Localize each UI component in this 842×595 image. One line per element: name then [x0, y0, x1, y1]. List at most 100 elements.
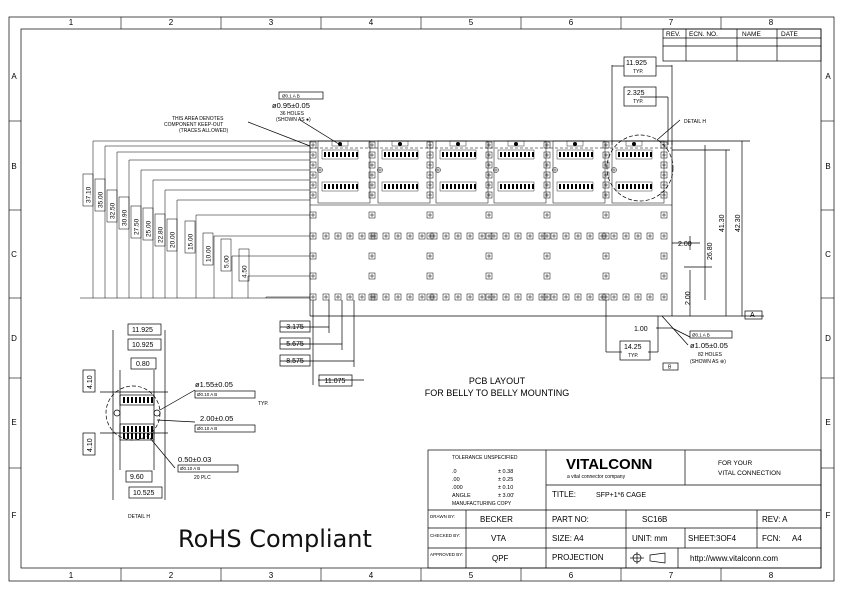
- cage-block-3: [435, 140, 489, 204]
- plated-hole: [660, 161, 668, 169]
- dim-right-4130: 41.30: [719, 214, 726, 232]
- plated-hole: [309, 171, 317, 179]
- dim-right-200-top: 2.00: [678, 241, 692, 248]
- dim-11925-typ-label: TYP.: [633, 69, 643, 75]
- detail-dim-960: 9.60: [130, 474, 144, 481]
- zone-row-left-b: B: [11, 162, 16, 171]
- npth-hole-6: [632, 142, 636, 146]
- detail-pin: [139, 426, 141, 432]
- plated-hole: [430, 232, 438, 240]
- plated-hole: [426, 181, 434, 189]
- plated-hole: [368, 252, 376, 260]
- rev-header-ecn: ECN. NO.: [689, 31, 718, 38]
- plated-hole: [309, 181, 317, 189]
- zone-col-top-8: 8: [769, 18, 774, 27]
- detail-pins: [123, 397, 153, 439]
- plated-hole: [602, 151, 610, 159]
- tol-value-3: ± 3.00': [498, 493, 514, 499]
- zone-col-bottom-8: 8: [769, 571, 774, 580]
- plated-hole: [660, 272, 668, 280]
- dim-1425-typ-label: TYP.: [628, 353, 638, 359]
- detail-pin: [123, 426, 125, 432]
- plated-hole: [660, 252, 668, 260]
- zone-row-left-f: F: [12, 511, 17, 520]
- zone-col-bottom-2: 2: [169, 571, 174, 580]
- plated-hole: [602, 161, 610, 169]
- plated-hole: [454, 232, 462, 240]
- plated-hole: [309, 151, 317, 159]
- left-dim-6: 22.80: [158, 226, 165, 243]
- drawn-by: BECKER: [480, 515, 513, 524]
- brand-logo: VITALCONN: [566, 456, 652, 473]
- plated-hole: [442, 293, 450, 301]
- plated-hole: [368, 181, 376, 189]
- title-value: SFP+1*6 CAGE: [596, 492, 646, 499]
- rev-header-rev: REV.: [666, 31, 681, 38]
- detail-hole1-tol: Ø0.10 A B: [197, 392, 217, 397]
- dim-bottom-8575: 8.575: [286, 358, 304, 365]
- dim-right-2680: 26.80: [707, 242, 714, 260]
- detail-dim-11925: 11.925: [132, 327, 153, 334]
- top-hole-diameter: ø0.95±0.05: [272, 101, 310, 110]
- zone-row-left-a: A: [11, 72, 17, 81]
- plated-hole: [602, 171, 610, 179]
- plated-hole: [490, 232, 498, 240]
- detail-dim-080: 0.80: [136, 361, 150, 368]
- plated-hole: [602, 141, 610, 149]
- pcb-layout-line1: PCB LAYOUT: [469, 376, 526, 386]
- plated-hole: [370, 232, 378, 240]
- plated-hole: [598, 293, 606, 301]
- plated-hole: [543, 191, 551, 199]
- zone-col-top-7: 7: [669, 18, 674, 27]
- tol-label-0: .0: [452, 469, 457, 475]
- plated-hole: [394, 293, 402, 301]
- size: SIZE: A4: [552, 534, 584, 543]
- sheet: SHEET:3OF4: [688, 534, 737, 543]
- plated-hole: [430, 293, 438, 301]
- zone-col-bottom-1: 1: [69, 571, 74, 580]
- plated-hole: [660, 211, 668, 219]
- zone-col-top-2: 2: [169, 18, 174, 27]
- fcn-label: FCN:: [762, 534, 781, 543]
- left-dim-1: 35.00: [98, 191, 105, 208]
- npth-hole-3: [456, 142, 460, 146]
- plated-hole: [646, 232, 654, 240]
- plated-hole: [574, 293, 582, 301]
- right-tolerance-frame: Ø0.1 A B: [692, 333, 710, 338]
- dim-2325-typ: 2.325: [627, 90, 645, 97]
- zone-row-right-d: D: [825, 334, 831, 343]
- drawn-label: DRAWN BY:: [430, 514, 455, 519]
- left-dim-7: 20.00: [170, 231, 177, 248]
- detail-pin: [143, 426, 145, 432]
- detail-h-title: DETAIL H: [128, 514, 150, 520]
- tol-label-2: .000: [452, 485, 463, 491]
- plated-hole: [660, 232, 668, 240]
- plated-hole: [334, 293, 342, 301]
- left-dim-2: 32.50: [110, 202, 117, 219]
- plated-hole: [368, 161, 376, 169]
- tol-value-1: ± 0.25: [498, 477, 513, 483]
- part-no-label: PART NO:: [552, 515, 589, 524]
- plated-hole: [368, 171, 376, 179]
- zone-row-left-e: E: [11, 418, 16, 427]
- plated-hole: [368, 272, 376, 280]
- zone-row-left-c: C: [11, 250, 17, 259]
- plated-hole: [514, 232, 522, 240]
- plated-hole: [490, 293, 498, 301]
- zone-col-top-6: 6: [569, 18, 574, 27]
- plated-hole: [406, 232, 414, 240]
- plated-hole: [543, 252, 551, 260]
- right-bottom-callouts: 1.00 14.25 TYP. Ø0.1 A B ø1.05±0.05 82 H…: [605, 300, 733, 371]
- plated-hole: [426, 272, 434, 280]
- detail-dim2: 2.00±0.05: [200, 414, 233, 423]
- plated-hole: [502, 293, 510, 301]
- npth-hole-5: [573, 142, 577, 146]
- manufacturing-copy: MANUFACTURING COPY: [452, 501, 512, 507]
- plated-hole: [454, 293, 462, 301]
- tol-value-2: ± 0.10: [498, 485, 513, 491]
- checked-by: VTA: [491, 534, 507, 543]
- detail-hole1: ø1.55±0.05: [195, 380, 233, 389]
- detail-pin: [147, 397, 149, 403]
- plated-hole: [550, 293, 558, 301]
